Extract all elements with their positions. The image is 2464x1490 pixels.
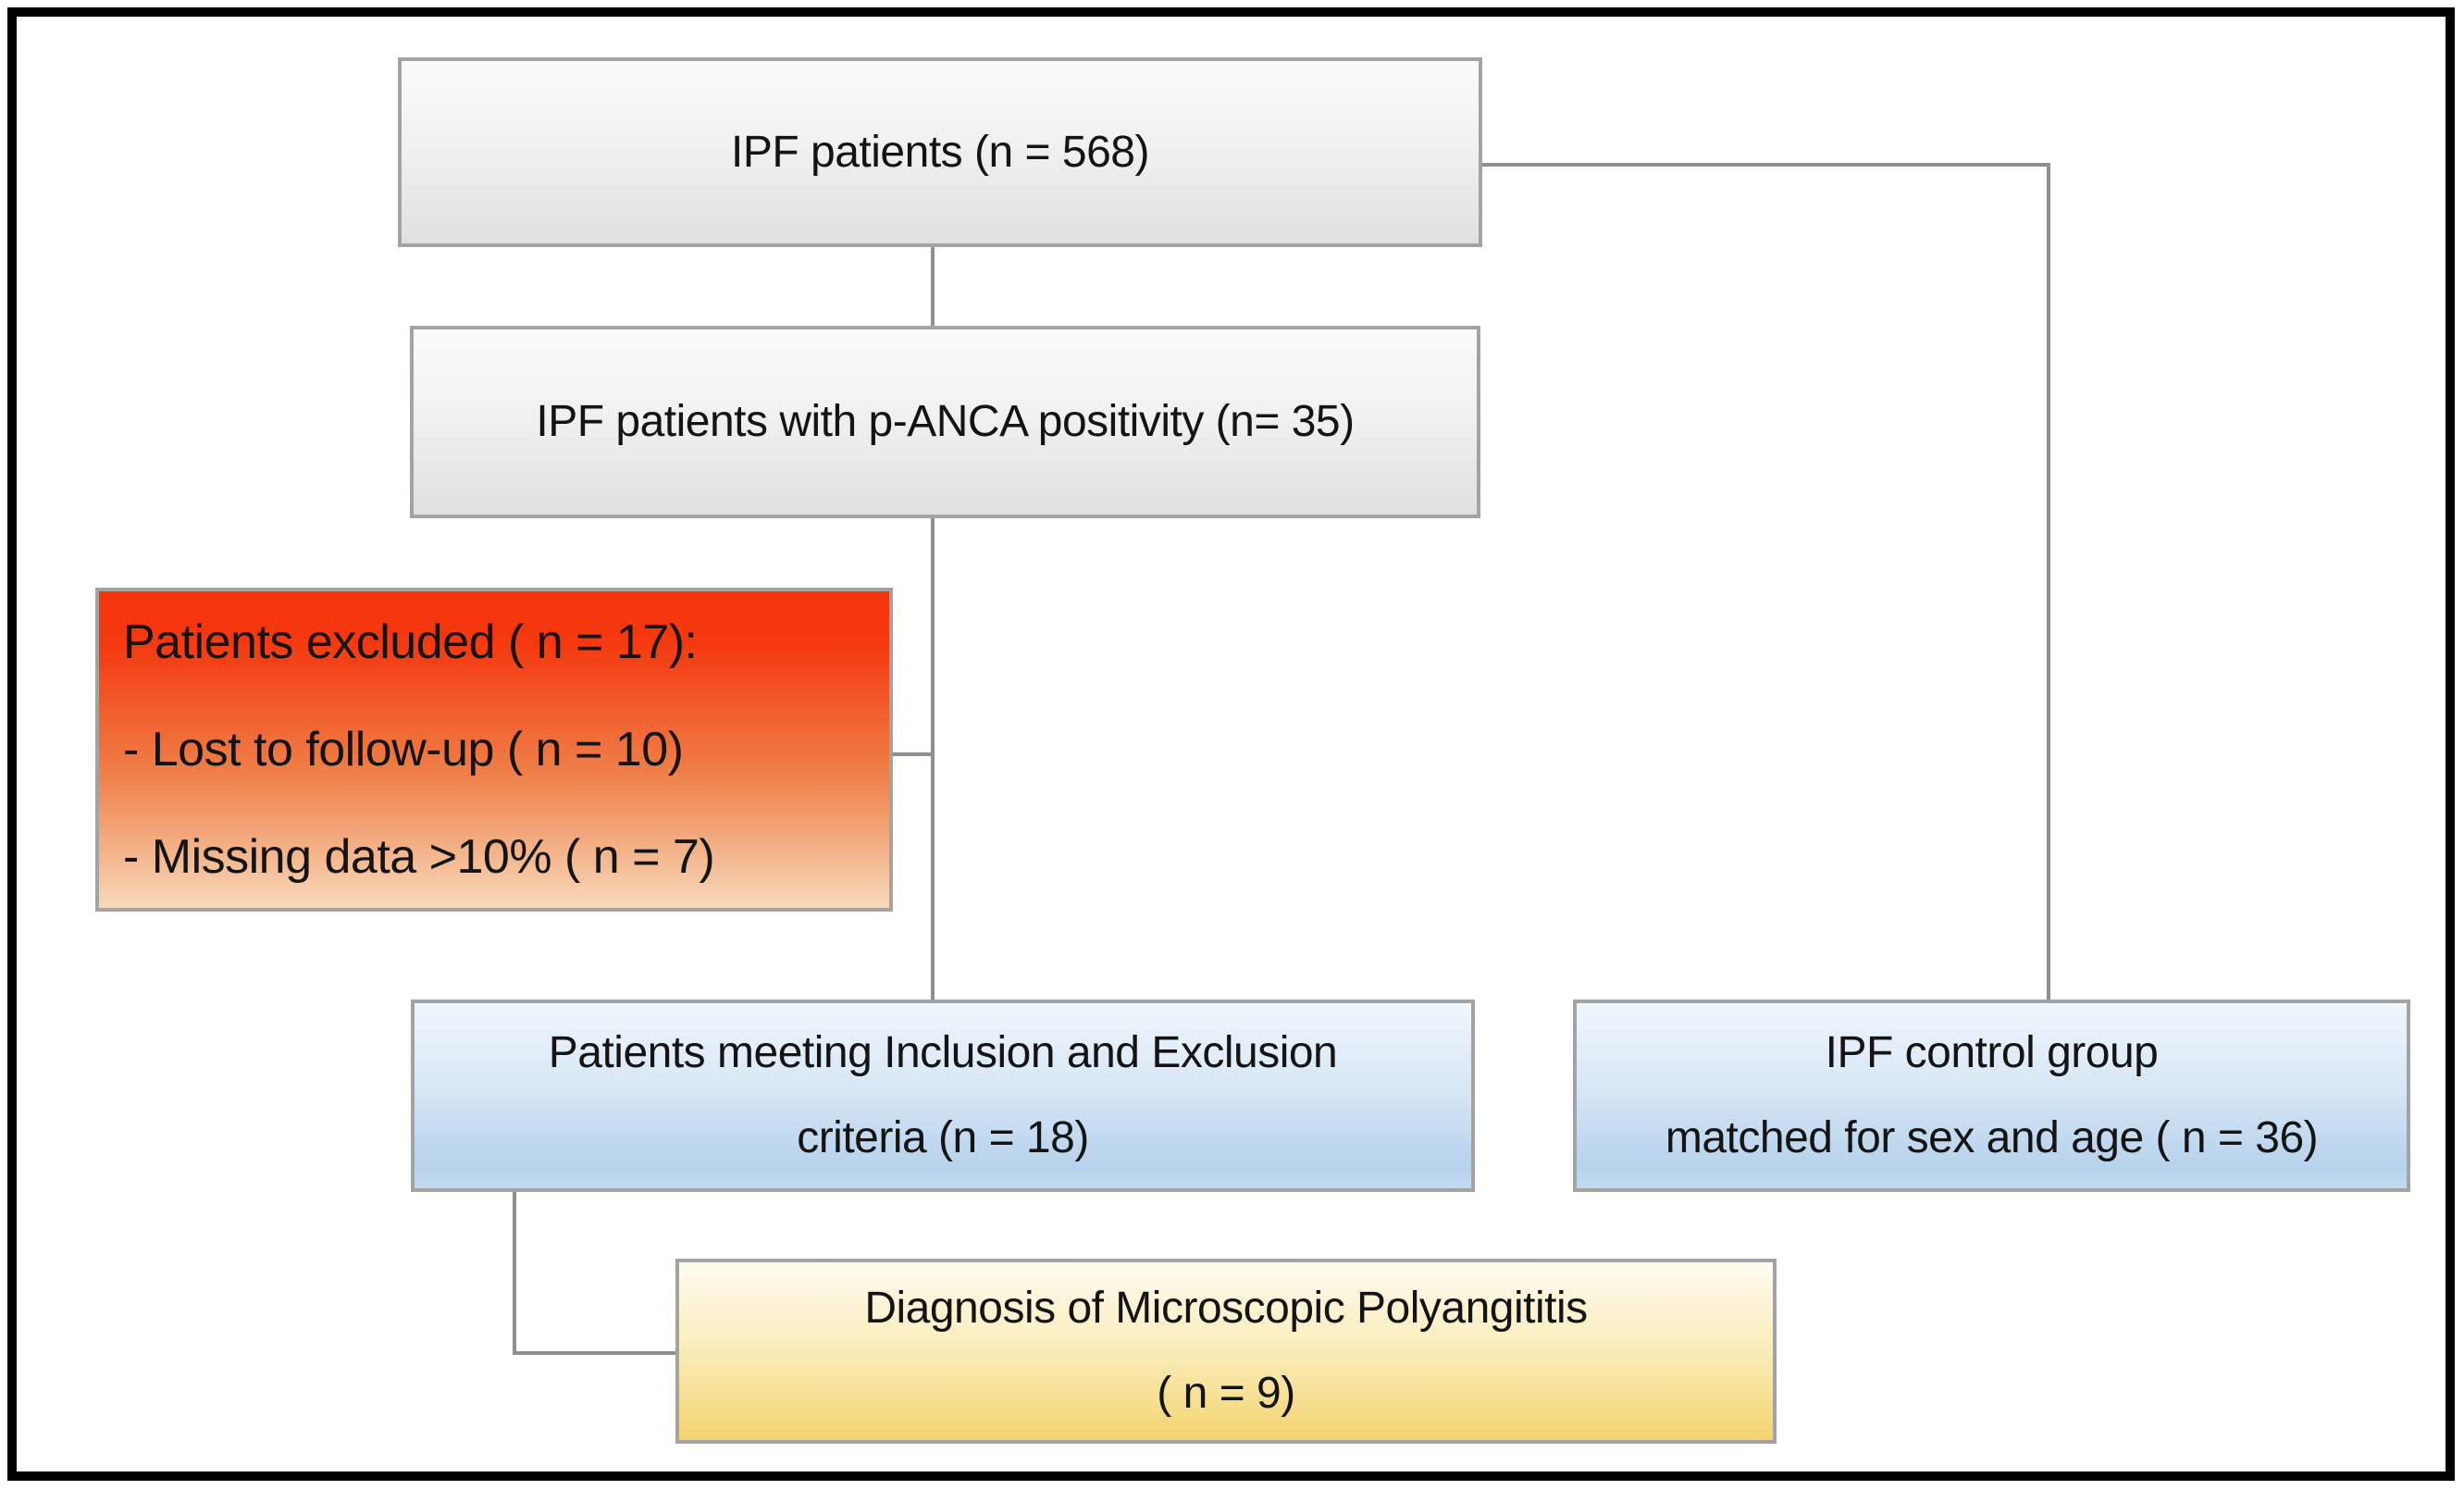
excluded-item-lost-followup: - Lost to follow-up ( n = 10) <box>123 723 684 776</box>
excluded-title: Patients excluded ( n = 17): <box>123 615 698 669</box>
connector-excluded-branch <box>891 752 935 756</box>
connector-ipf-to-panca <box>931 245 935 329</box>
node-inclusion-criteria: Patients meeting Inclusion and Exclusion… <box>411 1000 1475 1192</box>
connector-panca-to-inclusion <box>931 516 935 1002</box>
connector-inclusion-down <box>513 1190 516 1355</box>
node-ipf-patients-label: IPF patients (n = 568) <box>731 127 1149 177</box>
node-panca-positivity: IPF patients with p-ANCA positivity (n= … <box>410 326 1480 518</box>
diagnosis-line1: Diagnosis of Microscopic Polyangititis <box>864 1284 1588 1333</box>
excluded-item-missing-data: - Missing data >10% ( n = 7) <box>123 830 715 884</box>
connector-ipf-to-control-vertical <box>2047 163 2050 1003</box>
control-line1: IPF control group <box>1825 1028 2159 1077</box>
inclusion-line2: criteria (n = 18) <box>797 1113 1089 1162</box>
node-patients-excluded: Patients excluded ( n = 17): - Lost to f… <box>95 588 893 912</box>
diagram-outer-frame <box>7 7 2455 1481</box>
node-ipf-patients: IPF patients (n = 568) <box>398 57 1482 247</box>
node-diagnosis-mpa: Diagnosis of Microscopic Polyangititis (… <box>675 1259 1777 1444</box>
connector-to-diagnosis <box>513 1351 679 1355</box>
control-line2: matched for sex and age ( n = 36) <box>1665 1113 2319 1162</box>
diagnosis-line2: ( n = 9) <box>1157 1369 1295 1418</box>
inclusion-line1: Patients meeting Inclusion and Exclusion <box>548 1028 1338 1077</box>
node-control-group: IPF control group matched for sex and ag… <box>1573 1000 2410 1192</box>
connector-ipf-to-control-horizontal <box>1480 163 2050 167</box>
node-panca-positivity-label: IPF patients with p-ANCA positivity (n= … <box>536 397 1355 446</box>
